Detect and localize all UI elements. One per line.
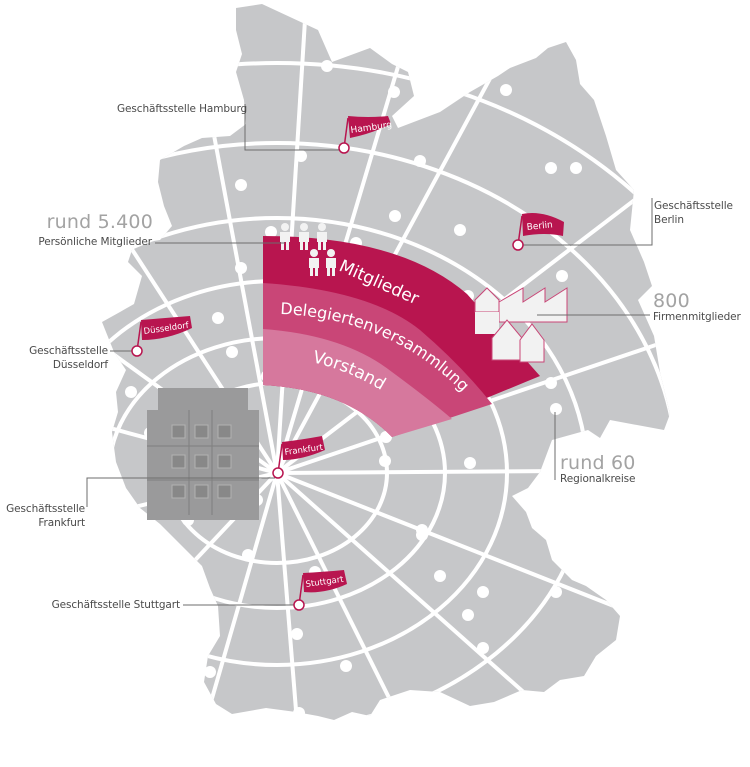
stat-corporate-members-label: Firmenmitglieder [653,311,741,323]
office-label-frankfurt-line1: Geschäftsstelle [6,503,85,515]
flag-berlin: Berlin [512,213,564,251]
person-icon [317,223,327,250]
office-label-stuttgart: Geschäftsstelle Stuttgart [51,599,181,611]
person-icon [280,223,290,250]
office-label-berlin-line2: Berlin [654,214,684,226]
flag-frankfurt: Frankfurt [272,436,325,479]
flag-duesseldorf: Düsseldorf [131,316,192,357]
person-icon [326,249,336,276]
office-label-frankfurt-line2: Frankfurt [38,517,85,529]
office-label-duesseldorf-line2: Düsseldorf [52,359,108,371]
flag-stuttgart: Stuttgart [293,570,347,611]
office-label-duesseldorf-line1: Geschäftsstelle [29,345,108,357]
stat-regional-circles-value: rund 60 [560,452,636,474]
factory-icon [474,287,568,334]
people-icon-group [280,223,336,276]
stat-corporate-members-value: 800 [653,290,690,312]
office-label-hamburg: Geschäftsstelle Hamburg [117,103,248,115]
svg-text:Berlin: Berlin [526,220,553,233]
band-vorstand [263,329,452,437]
office-label-berlin-line1: Geschäftsstelle [654,200,733,212]
stat-personal-members-value: rund 5.400 [46,211,153,233]
stat-personal-members-label: Persönliche Mitglieder [38,236,152,248]
house-icon [491,319,545,363]
office-building-icon [147,388,259,520]
band-delegierten [263,283,492,437]
person-icon [309,249,319,276]
regional-circle-dots [110,60,582,719]
leader-lines [86,104,653,606]
stat-regional-circles-label: Regionalkreise [560,473,636,485]
person-icon [299,223,309,250]
